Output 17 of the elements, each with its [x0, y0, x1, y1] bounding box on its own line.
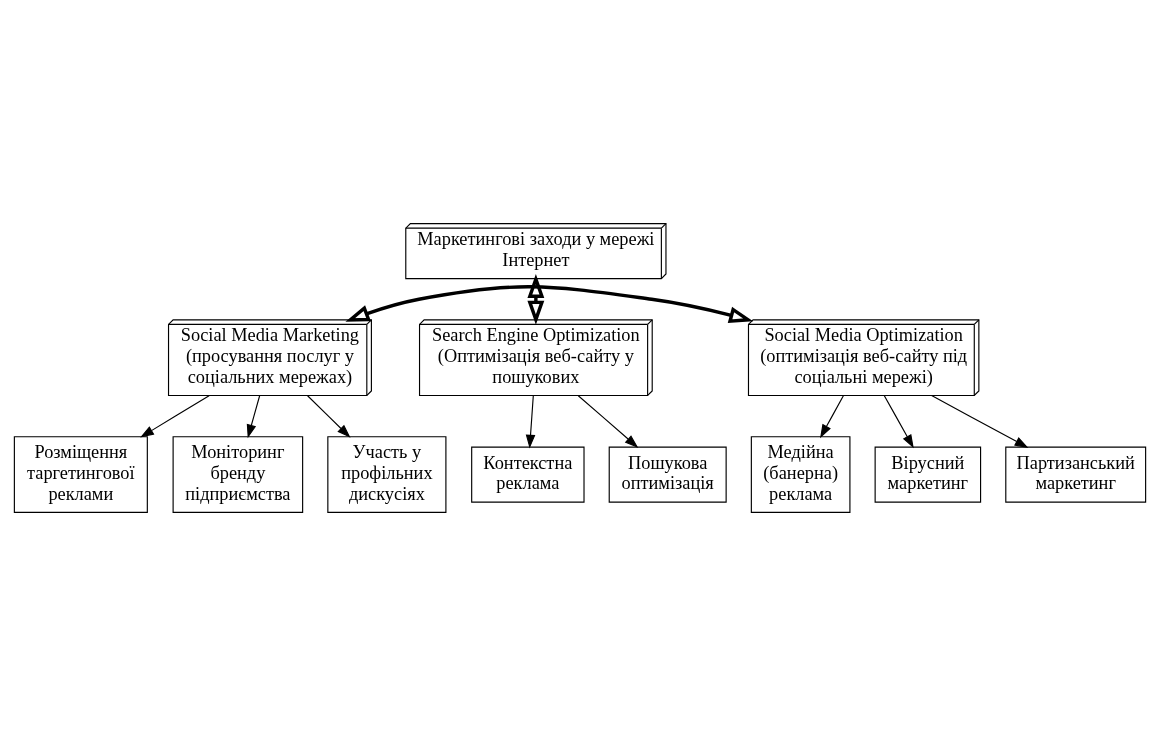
- node-box: Моніторинг бренду підприємства: [172, 435, 304, 513]
- arrow: [883, 394, 914, 448]
- node-box: Контекстна реклама: [471, 446, 585, 503]
- node-box: Участь у профільних дискусіях: [327, 435, 447, 513]
- arrow: [140, 394, 210, 438]
- arrow: [577, 394, 639, 448]
- node-box: Вірусний маркетинг: [874, 446, 982, 503]
- node-box: Партизанський маркетинг: [1005, 446, 1147, 503]
- arrow: [525, 394, 536, 449]
- arrow: [246, 394, 261, 438]
- arrow: [931, 394, 1029, 448]
- arrow: [820, 394, 844, 438]
- node-box: Медійна (банерна) реклама: [750, 435, 851, 513]
- node-box: Пошукова оптимізація: [608, 446, 727, 503]
- node-box: Розміщення таргетингової реклами: [13, 435, 148, 513]
- arrow: [527, 273, 545, 325]
- arrow: [307, 394, 351, 438]
